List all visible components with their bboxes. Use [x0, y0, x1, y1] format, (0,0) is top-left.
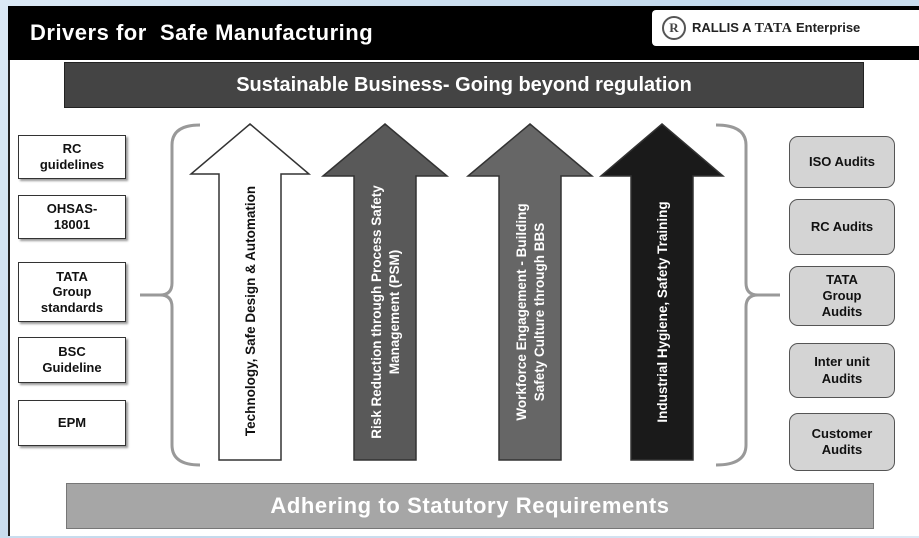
driver-arrow-label-line2: Safety Culture through BBS	[532, 223, 547, 402]
bottom-banner: Adhering to Statutory Requirements	[66, 483, 874, 529]
driver-arrow-label-line1: Risk Reduction through Process Safety	[369, 185, 384, 439]
company-logo: R RALLIS A TATA Enterprise	[652, 10, 919, 46]
top-banner: Sustainable Business- Going beyond regul…	[64, 62, 864, 108]
left-bracket	[140, 123, 201, 467]
left-item-rc-guidelines: RC guidelines	[18, 135, 126, 179]
driver-arrow-label-1: Technology, Safe Design & Automation	[243, 186, 258, 436]
left-item-tata-standards: TATA Group standards	[18, 262, 126, 322]
left-item-ohsas: OHSAS- 18001	[18, 195, 126, 239]
rallis-seal-icon: R	[662, 16, 686, 40]
logo-brand-tata: TATA	[754, 20, 793, 36]
driver-arrow-3	[465, 123, 595, 461]
logo-brand-prefix: RALLIS A	[692, 19, 755, 35]
right-item-customer-audits: Customer Audits	[789, 413, 895, 471]
driver-arrow-label-line1: Workforce Engagement - Building	[514, 203, 529, 420]
driver-arrow-label-4: Industrial Hygiene, Safety Training	[655, 201, 670, 422]
driver-arrow-4	[598, 123, 726, 461]
right-bracket	[715, 123, 780, 467]
left-item-epm: EPM	[18, 400, 126, 446]
right-item-iso-audits: ISO Audits	[789, 136, 895, 188]
driver-arrow-1	[188, 123, 312, 461]
logo-brand-suffix: Enterprise	[792, 19, 861, 35]
slide-title: Drivers for Safe Manufacturing	[30, 20, 374, 45]
right-item-inter-unit-audits: Inter unit Audits	[789, 343, 895, 398]
driver-arrow-label-line2: Management (PSM)	[387, 250, 402, 375]
logo-text: RALLIS A TATA Enterprise	[692, 20, 860, 37]
left-item-bsc-guideline: BSC Guideline	[18, 337, 126, 383]
right-item-tata-audits: TATA Group Audits	[789, 266, 895, 326]
driver-arrow-2	[320, 123, 450, 461]
right-item-rc-audits: RC Audits	[789, 199, 895, 255]
